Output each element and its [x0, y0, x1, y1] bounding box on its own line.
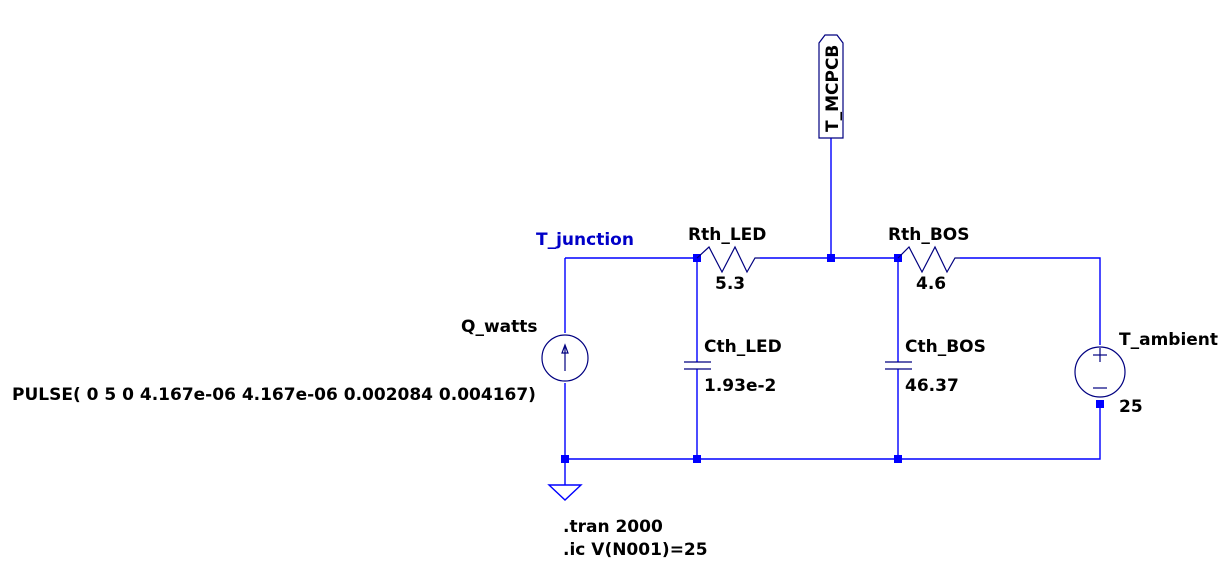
- arrow-head-icon: [561, 343, 569, 354]
- net-label-t-junction: T_junction: [536, 230, 634, 250]
- cth-led-value: 1.93e-2: [704, 376, 776, 396]
- q-watts-current-source[interactable]: [541, 334, 589, 382]
- cth-led-name: Cth_LED: [704, 337, 782, 357]
- junctions: [561, 254, 1104, 463]
- junction-dot: [894, 455, 902, 463]
- q-watts-value: PULSE( 0 5 0 4.167e-06 4.167e-06 0.00208…: [12, 385, 536, 405]
- cth-led-capacitor[interactable]: [684, 361, 711, 370]
- t-ambient-value: 25: [1119, 397, 1143, 417]
- wires: [564, 138, 1101, 485]
- junction-dot: [827, 254, 835, 262]
- rth-bos-resistor[interactable]: [897, 245, 960, 274]
- junction-dot: [561, 455, 569, 463]
- junction-dot: [693, 455, 701, 463]
- voltage-source-circle-icon: [1074, 346, 1126, 398]
- t-ambient-name: T_ambient: [1119, 330, 1218, 350]
- t-ambient-voltage-source[interactable]: [1074, 346, 1126, 398]
- rth-bos-name: Rth_BOS: [888, 225, 969, 245]
- q-watts-name: Q_watts: [461, 317, 538, 337]
- current-source-circle-icon: [541, 334, 589, 382]
- rth-bos-value: 4.6: [916, 274, 946, 294]
- rth-led-name: Rth_LED: [688, 225, 766, 245]
- resistor-zigzag-icon: [897, 245, 960, 274]
- cth-bos-name: Cth_BOS: [905, 337, 986, 357]
- t-mcpcb-net-flag[interactable]: T_MCPCB: [818, 34, 844, 139]
- resistor-zigzag-icon: [696, 245, 760, 274]
- cth-bos-capacitor[interactable]: [885, 361, 912, 370]
- junction-dot: [1096, 400, 1104, 408]
- ground-icon: [547, 484, 583, 501]
- net-flag-icon: [818, 34, 844, 139]
- ground-symbol[interactable]: [547, 484, 583, 501]
- spice-directive-tran[interactable]: .tran 2000: [563, 517, 663, 537]
- spice-directive-ic[interactable]: .ic V(N001)=25: [563, 540, 708, 560]
- wire-top-right[interactable]: [960, 257, 1101, 345]
- cth-bos-value: 46.37: [905, 376, 959, 396]
- net-label-t-mcpcb: T_MCPCB: [823, 45, 843, 132]
- rth-led-resistor[interactable]: [696, 245, 760, 274]
- wire-bottom-rail[interactable]: [565, 405, 1101, 460]
- rth-led-value: 5.3: [715, 274, 745, 294]
